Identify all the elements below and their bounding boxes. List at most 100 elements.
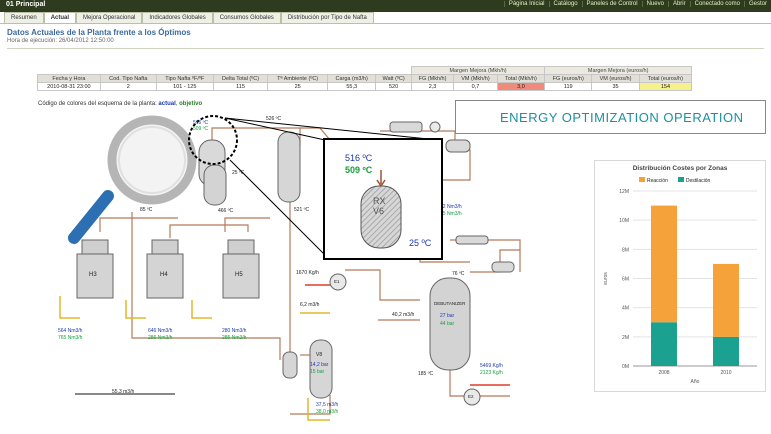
h5-flow-actual: 280 Nm3/h: [222, 328, 247, 334]
heater-h5: [222, 239, 260, 299]
kpi-cell: 520: [375, 82, 412, 91]
reactor-vessel-2: [203, 164, 227, 206]
heater-h3: [76, 239, 114, 299]
heater-body: [76, 253, 114, 299]
pipe: [169, 224, 249, 238]
legend-label: Destilación: [685, 178, 711, 184]
zoom-vessel: [360, 185, 402, 249]
debutanizer-column: [429, 277, 471, 371]
rx-label-85: 85 ºC: [140, 207, 153, 213]
h3-flow-actual: 564 Nm3/h: [58, 328, 83, 334]
e2-flow-actual: 5469 Kg/h: [480, 363, 503, 369]
right-flow-actual: 72 Nm3/h: [440, 204, 462, 210]
exchanger-e1-label: E1: [334, 279, 340, 284]
r2-label: 466 ºC: [218, 208, 234, 214]
zoom-connector: [224, 117, 439, 141]
heater-top: [151, 239, 179, 255]
tab-resumen[interactable]: Resumen: [4, 12, 44, 23]
deb-pressure-objetivo: 44 bar: [440, 321, 455, 327]
rx-temp-actual: 516 ºC: [193, 120, 209, 126]
deb-pressure-actual: 27 bar: [440, 313, 455, 319]
pipe: [345, 269, 420, 301]
bar-reaccion-2010: [713, 263, 739, 337]
tab-mejora-operacional[interactable]: Mejora Operacional: [76, 12, 143, 23]
v8-label: V8: [316, 352, 323, 358]
bar-reaccion-2008: [651, 205, 677, 323]
zoom-temp-actual: 516 ºC: [345, 153, 373, 163]
legend-objetivo: objetivo: [179, 101, 203, 107]
tab-bar: Resumen Actual Mejora Operacional Indica…: [4, 12, 374, 23]
nav-user[interactable]: Gestor: [743, 1, 767, 7]
zoom-temp-objetivo: 509 ºC: [345, 165, 373, 175]
kpi-header-row: Fecha y Hora Cod. Tipo Nafta Tipo Nafta …: [37, 74, 693, 83]
pipe: [470, 249, 520, 273]
heater-label-h3: H3: [89, 272, 97, 278]
r3-bottom: 521 ºC: [294, 207, 310, 213]
flow-402: 40,2 m3/h: [392, 312, 415, 318]
v8-bottom-actual: 37,5 m3/h: [316, 402, 339, 408]
top-exchanger: [389, 121, 423, 133]
chart-title: Distribución Costes por Zonas: [632, 165, 728, 172]
top-exchanger-icon: [429, 121, 441, 133]
r3-temp: 526 ºC: [266, 116, 282, 122]
e2-flow-objetivo: 2123 Kg/h: [480, 370, 503, 376]
zoom-vessel-line1: RX: [373, 196, 386, 206]
nav-home[interactable]: Página Inicial: [503, 1, 545, 7]
exchanger-e2: [463, 388, 481, 406]
kpi-cell: 119: [544, 82, 593, 91]
y-tick-label: 8M: [622, 247, 629, 253]
exchanger-e1: [329, 273, 347, 291]
deb-temp: 76 ºC: [452, 271, 465, 277]
y-axis-label: euros: [603, 272, 609, 285]
magnifier-lens: [107, 115, 197, 205]
energy-banner: ENERGY OPTIMIZATION OPERATION: [455, 100, 766, 134]
chart-legend: Reacción Destilación: [639, 177, 710, 184]
rx-temp-objetivo: 509 ºC: [193, 126, 209, 132]
h5-flow-objetivo: 285 Nm3/h: [222, 335, 247, 341]
v8-pressure-objetivo: 15 bar: [310, 369, 325, 375]
nav-catalog[interactable]: Catálogo: [548, 1, 578, 7]
pipe: [224, 217, 270, 232]
tab-distribucion-nafta[interactable]: Distribución por Tipo de Nafta: [280, 12, 374, 23]
tab-actual[interactable]: Actual: [43, 12, 77, 23]
kpi-group-blank: [37, 66, 412, 75]
debutanizer-label: DEBUTANIZER: [434, 301, 466, 306]
section-divider: [7, 48, 764, 49]
x-axis-label: Año: [691, 379, 700, 385]
zoom-temp-bottom: 25 ºC: [409, 238, 432, 248]
x-tick-label: 2008: [658, 370, 669, 376]
y-tick-label: 12M: [619, 189, 629, 195]
cost-distribution-chart: Distribución Costes por Zonas Reacción D…: [594, 160, 766, 392]
deb-bottom: 185 ºC: [418, 371, 434, 377]
flow-62: 6,2 m3/h: [300, 302, 320, 308]
tab-indicadores-globales[interactable]: Indicadores Globales: [142, 12, 213, 23]
banner-text: ENERGY OPTIMIZATION OPERATION: [500, 110, 744, 125]
pipe: [99, 217, 178, 232]
flow-line: [125, 300, 146, 319]
y-tick-label: 0M: [622, 364, 629, 370]
nav-dashboards[interactable]: Paneles de Control: [581, 1, 638, 7]
heater-label-h5: H5: [235, 272, 243, 278]
nav-new[interactable]: Nuevo: [641, 1, 664, 7]
rx-label-25: 25 ºC: [232, 170, 245, 176]
kpi-cell: 101 - 125: [155, 82, 214, 91]
v8-bottom-objetivo: 38,0 m3/h: [316, 409, 339, 415]
top-nav: Página Inicial Catálogo Paneles de Contr…: [503, 1, 767, 7]
legend-entry: Destilación: [677, 177, 711, 184]
tab-consumos-globales[interactable]: Consumos Globales: [212, 12, 281, 23]
flow-line: [307, 398, 330, 421]
focus-circle: [188, 115, 238, 165]
bar-destilacion-2010: [713, 336, 739, 366]
kpi-data-row: 2010-08-31 23:00 2 101 - 125 115 25 55,3…: [37, 82, 693, 91]
zoom-drawing: [360, 170, 402, 249]
y-tick-label: 4M: [622, 306, 629, 312]
separator: [282, 351, 298, 379]
y-tick-label: 10M: [619, 218, 629, 224]
right-drum: [491, 261, 515, 273]
flow-line: [59, 296, 80, 319]
right-exchanger: [455, 235, 489, 245]
nav-open[interactable]: Abrir: [667, 1, 686, 7]
pipe: [290, 395, 331, 415]
heater-body: [146, 253, 184, 299]
